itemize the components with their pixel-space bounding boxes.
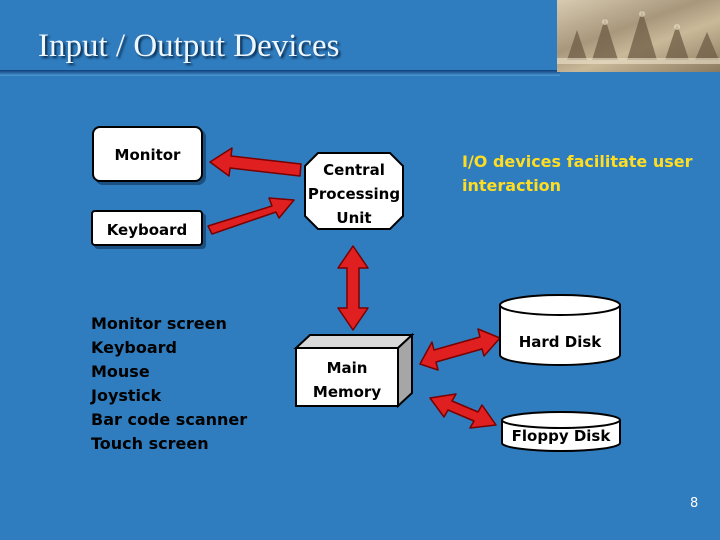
main-memory-box	[293, 332, 415, 409]
main-memory-label-line-1: Main	[326, 359, 368, 377]
hard-disk-cylinder	[499, 294, 621, 366]
io-note: I/O devices facilitate user interaction	[462, 152, 693, 195]
floppy-disk-label: Floppy Disk	[511, 427, 611, 445]
io-device-list: Monitor screen Keyboard Mouse Joystick B…	[91, 312, 247, 456]
list-item: Mouse	[91, 362, 150, 381]
arrow-keyboard-to-cpu	[207, 197, 295, 235]
monitor-box	[92, 126, 203, 182]
cpu-label-line-3: Unit	[336, 209, 372, 227]
arrow-memory-floppy-disk	[429, 393, 497, 429]
cpu-label-line-2: Processing	[307, 185, 401, 203]
header-photo	[557, 0, 720, 72]
slide-title: Input / Output Devices	[38, 28, 340, 64]
floppy-disk-cylinder	[501, 411, 621, 452]
keyboard-box	[91, 210, 203, 246]
keyboard-label: Keyboard	[106, 221, 188, 239]
list-item: Joystick	[91, 386, 162, 405]
list-item: Touch screen	[91, 434, 209, 453]
arrow-cpu-to-monitor	[209, 147, 302, 177]
hard-disk-label: Hard Disk	[518, 333, 602, 351]
page-number: 8	[690, 496, 699, 511]
arrow-cpu-memory	[337, 245, 369, 331]
list-item: Bar code scanner	[91, 410, 248, 429]
main-memory-label-line-2: Memory	[312, 383, 382, 401]
monitor-label: Monitor	[114, 146, 181, 164]
list-item: Keyboard	[91, 338, 177, 357]
arrow-memory-hard-disk	[419, 328, 501, 371]
title-underline	[0, 70, 560, 76]
list-item: Monitor screen	[91, 314, 227, 333]
cpu-label-line-1: Central	[323, 161, 385, 179]
cpu-box	[304, 152, 404, 230]
